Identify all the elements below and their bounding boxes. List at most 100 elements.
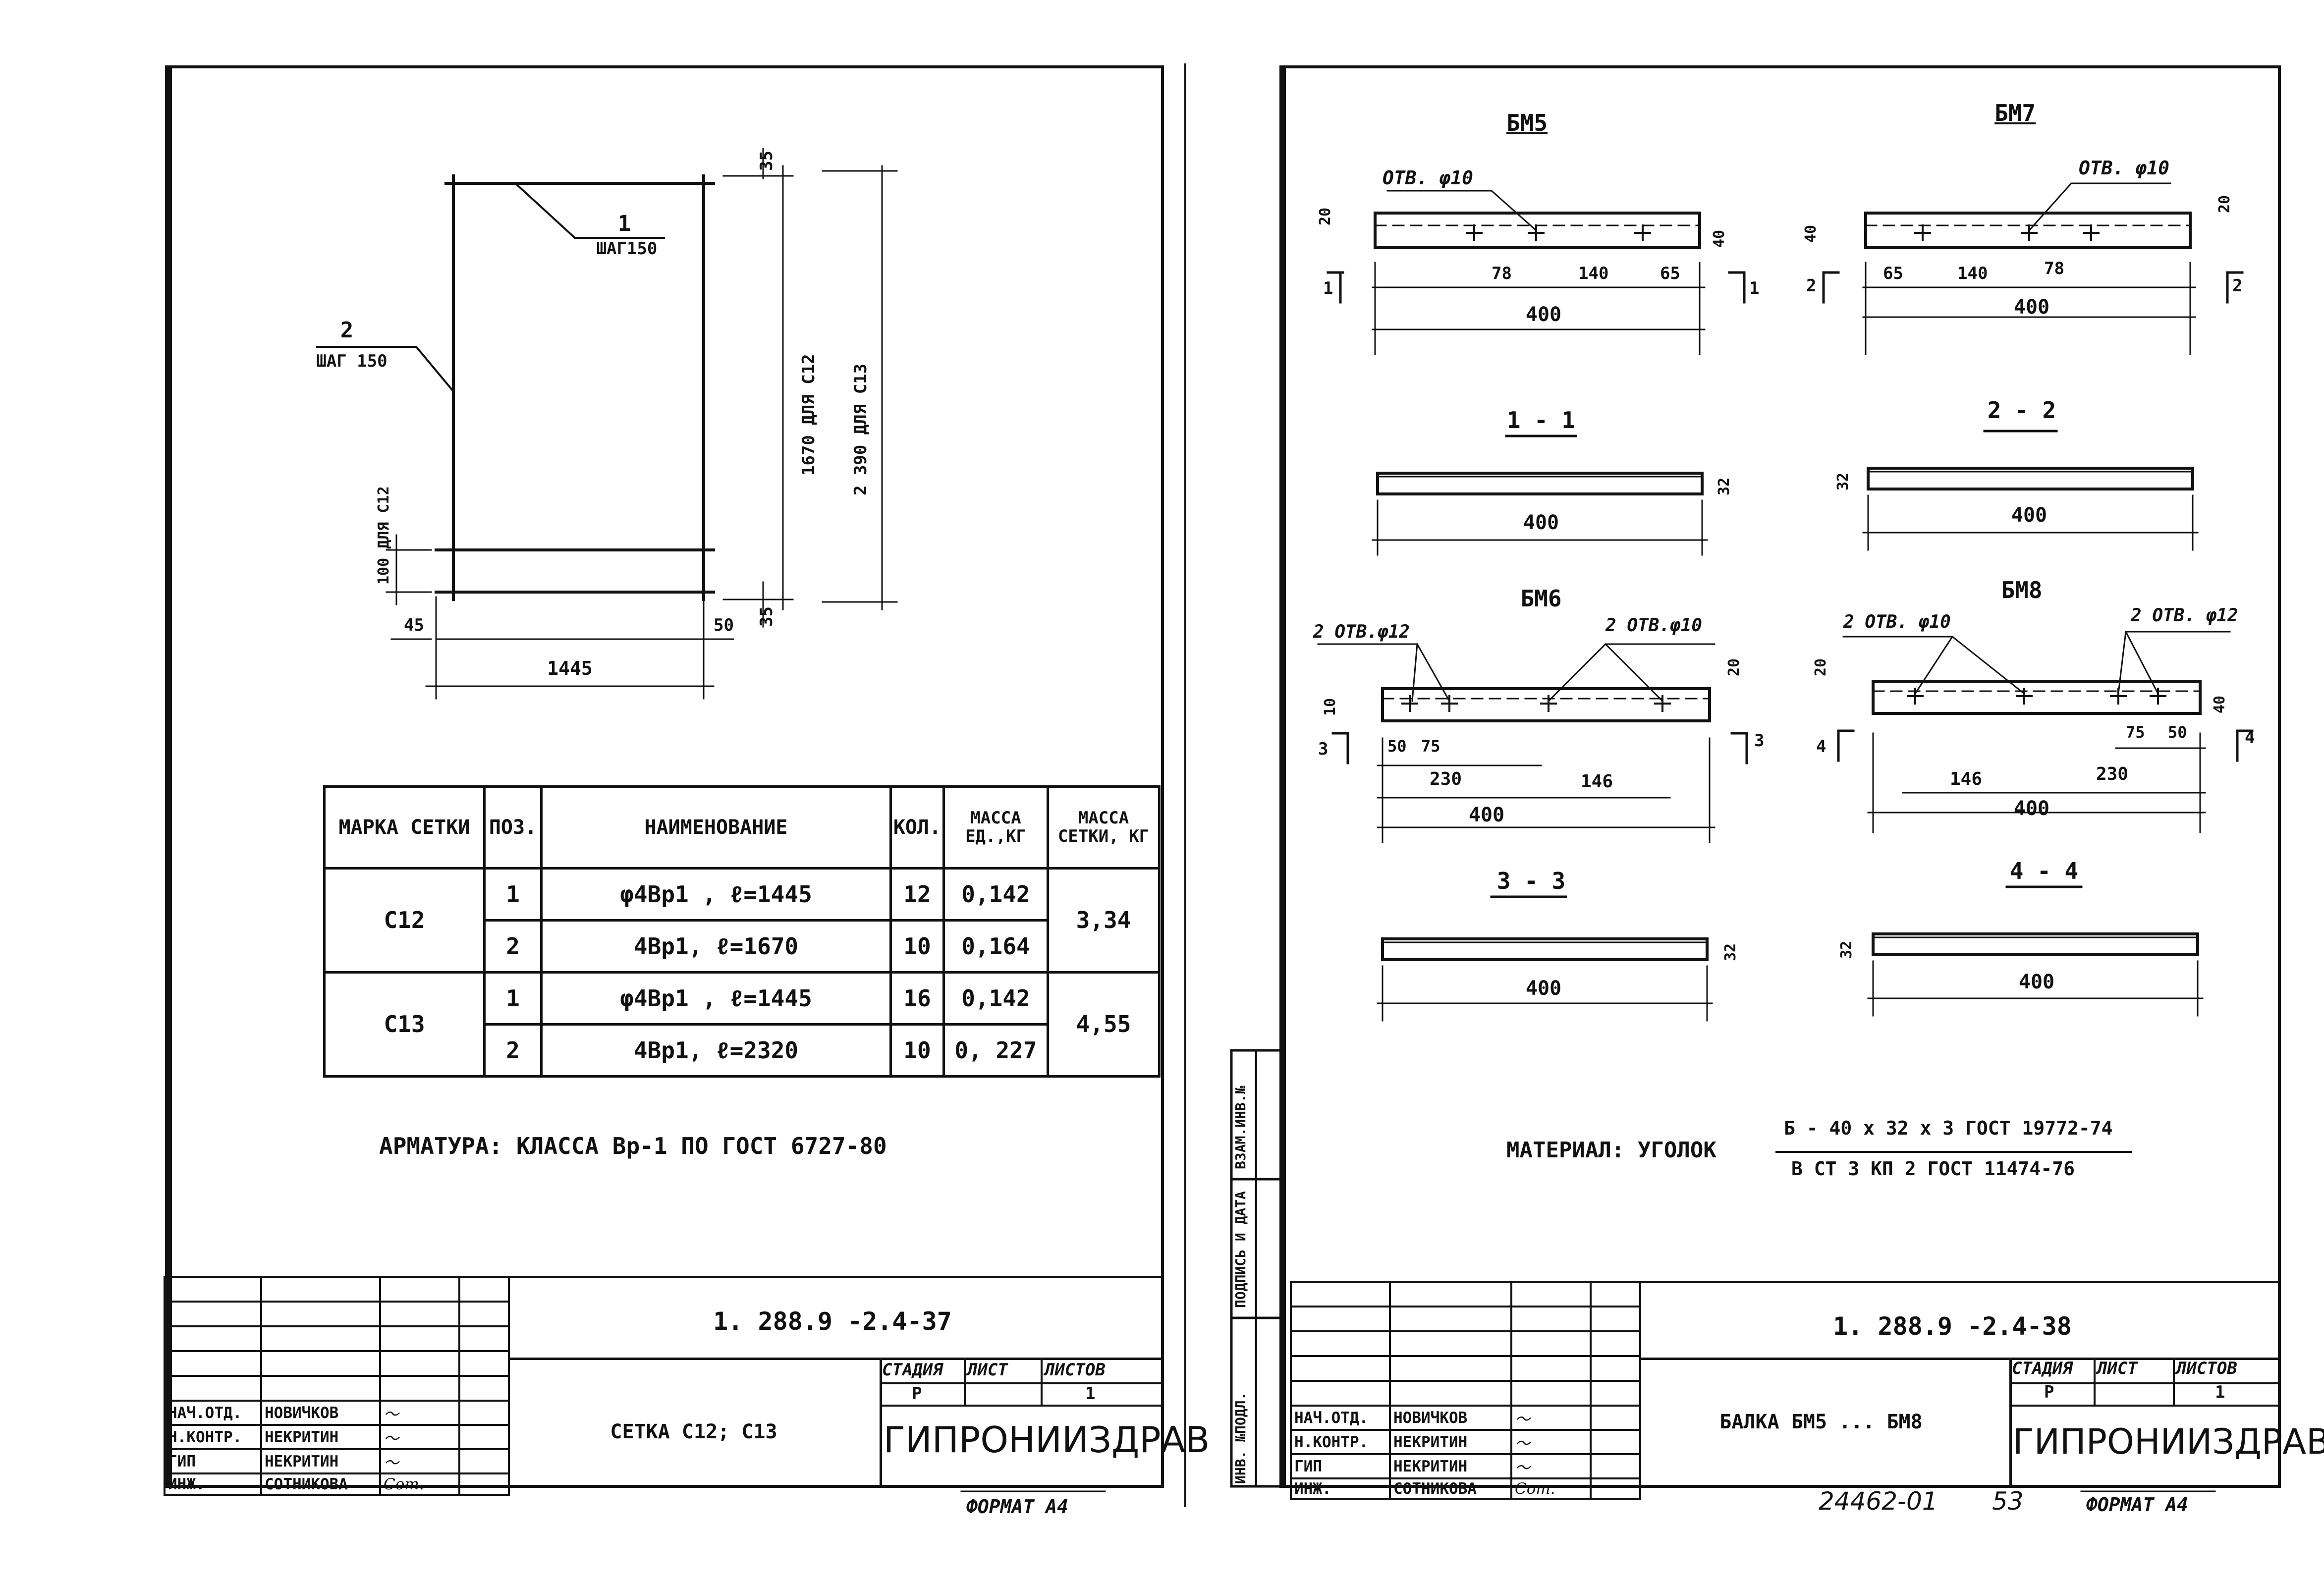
- header-mass-mesh: МАССА СЕТКИ, КГ: [1047, 785, 1161, 870]
- table-header-row: МАРКА СЕТКИ ПОЗ. НАИМЕНОВАНИЕ КОЛ. МАССА…: [323, 785, 1161, 870]
- bm5-dim-140: 140: [1578, 264, 1609, 283]
- bm6-dim-230: 230: [1430, 769, 1462, 789]
- left-sheets-value: 1: [1085, 1384, 1096, 1404]
- row-mass: 0, 227: [942, 1023, 1049, 1078]
- left-sheet-frame: [165, 65, 1164, 1488]
- section-4-4-outline: [1867, 885, 2204, 1017]
- signature-engineer: Сот.: [1510, 1477, 1592, 1500]
- bm6-title: БМ6: [1520, 585, 1562, 612]
- role-head-dept: НАЧ.ОТД.: [164, 1400, 262, 1426]
- page-number: 53: [1992, 1487, 2024, 1516]
- left-format-label: ФОРМАТ А4: [966, 1496, 1068, 1518]
- row-name: 4Вр1, ℓ=2320: [540, 1023, 892, 1078]
- section-3-3-dim-400: 400: [1525, 977, 1562, 1000]
- section-4-4-title: 4 - 4: [2009, 858, 2079, 884]
- mesh-outline: [435, 174, 715, 601]
- bm8-section-mark-left: 4: [1816, 737, 1826, 757]
- bm8-hole-label-10: 2 ОТВ. φ10: [1843, 612, 1951, 632]
- bm8-dim-20: 20: [1812, 658, 1829, 676]
- dim-35-bottom: 35: [757, 606, 776, 627]
- beam-bm5-outline: [1327, 190, 1746, 355]
- row-name: φ4Вр1 , ℓ=1445: [540, 867, 892, 922]
- right-format-label: ФОРМАТ А4: [2086, 1494, 2188, 1516]
- bm7-dim-65: 65: [1883, 264, 1903, 283]
- dim-1670-for-c12: 1670 ДЛЯ С12: [799, 354, 819, 476]
- row-pos: 1: [483, 971, 543, 1026]
- row-pos: 1: [483, 867, 543, 922]
- header-name: НАИМЕНОВАНИЕ: [540, 785, 892, 870]
- bm7-dim-400: 400: [2013, 296, 2050, 319]
- bm6-hole-label-10: 2 ОТВ.φ10: [1605, 615, 1703, 636]
- right-sheet-label: ЛИСТ: [2097, 1359, 2138, 1378]
- left-stage-value: Р: [912, 1384, 922, 1404]
- bm5-section-mark-right: 1: [1749, 278, 1760, 298]
- header-mass-unit: МАССА ЕД.,КГ: [942, 785, 1049, 870]
- row-name: 4Вр1, ℓ=1670: [540, 919, 892, 974]
- pos1-step: ШАГ150: [596, 239, 658, 259]
- bm5-dim-40: 40: [1711, 229, 1728, 248]
- name-chief-engineer: НЕКРИТИН: [260, 1448, 381, 1474]
- side-stamp-swap-inv: ВЗАМ.ИНВ.№: [1232, 1086, 1249, 1169]
- role-engineer: ИНЖ.: [1290, 1477, 1391, 1500]
- material-label: МАТЕРИАЛ: УГОЛОК: [1506, 1138, 1716, 1163]
- mesh-specification-table: МАРКА СЕТКИ ПОЗ. НАИМЕНОВАНИЕ КОЛ. МАССА…: [323, 785, 1161, 1078]
- section-3-3-outline: [1377, 895, 1713, 1022]
- dim-45: 45: [404, 615, 424, 635]
- name-norm-control: НЕКРИТИН: [1389, 1429, 1512, 1455]
- bm6-dim-20: 20: [1725, 658, 1743, 676]
- table-row: С13 1 φ4Вр1 , ℓ=1445 16 0,142 4,55: [323, 971, 1161, 1078]
- bm8-dim-50: 50: [2168, 723, 2187, 742]
- role-head-dept: НАЧ.ОТД.: [1290, 1405, 1391, 1431]
- total-c13: 4,55: [1047, 971, 1161, 1078]
- bm5-section-mark-left: 1: [1323, 278, 1333, 298]
- table-row: 2 4Вр1, ℓ=2320 10 0, 227: [325, 1023, 1160, 1078]
- row-name: φ4Вр1 , ℓ=1445: [540, 971, 892, 1026]
- right-stage-label: СТАДИЯ: [2012, 1359, 2073, 1378]
- beam-bm8-outline: [1837, 630, 2254, 833]
- bm6-dim-400: 400: [1468, 804, 1505, 826]
- dim-1445: 1445: [547, 657, 593, 679]
- row-mass: 0,142: [942, 971, 1049, 1026]
- right-drawing-title: БАЛКА БМ5 ... БМ8: [1719, 1411, 1923, 1433]
- bm5-dim-20: 20: [1317, 207, 1334, 225]
- section-3-3-dim-32: 32: [1722, 943, 1739, 961]
- name-engineer: СОТНИКОВА: [260, 1472, 381, 1496]
- section-1-1-dim-400: 400: [1523, 511, 1559, 534]
- row-qty: 10: [889, 919, 945, 974]
- bm5-dim-65: 65: [1660, 264, 1680, 283]
- role-norm-control: Н.КОНТР.: [1290, 1429, 1391, 1455]
- name-head-dept: НОВИЧКОВ: [260, 1400, 381, 1426]
- material-steel-grade: В СТ 3 КП 2 ГОСТ 11474-76: [1791, 1158, 2075, 1180]
- left-stage-label: СТАДИЯ: [882, 1360, 943, 1380]
- section-2-2-title: 2 - 2: [1987, 397, 2056, 424]
- bm6-hole-label-12: 2 ОТВ.φ12: [1313, 622, 1410, 642]
- row-mass: 0,164: [942, 919, 1049, 974]
- side-stamp-inv-no: ИНВ. №ПОДЛ.: [1232, 1392, 1249, 1484]
- material-profile: Б - 40 х 32 х 3 ГОСТ 19772-74: [1784, 1117, 2113, 1139]
- section-2-2-dim-400: 400: [2011, 504, 2047, 527]
- dim-35-top: 35: [757, 151, 776, 171]
- bm8-title: БМ8: [2001, 577, 2043, 603]
- bm7-dim-78: 78: [2044, 259, 2064, 278]
- archive-number: 24462-01: [1819, 1487, 1938, 1516]
- bm6-dim-146: 146: [1581, 771, 1613, 792]
- row-qty: 10: [889, 1023, 945, 1078]
- bm6-dim-10: 10: [1322, 698, 1339, 716]
- header-pos: ПОЗ.: [483, 785, 543, 870]
- right-sheets-label: ЛИСТОВ: [2176, 1359, 2237, 1378]
- section-4-4-dim-400: 400: [2018, 971, 2055, 993]
- bm8-dim-400: 400: [2013, 797, 2050, 820]
- left-drawing-title: СЕТКА С12; С13: [610, 1420, 777, 1443]
- reinforcement-note: АРМАТУРА: КЛАССА Вр-1 ПО ГОСТ 6727-80: [379, 1133, 887, 1159]
- row-mass: 0,142: [942, 867, 1049, 922]
- right-drawing-code: 1. 288.9 -2.4-38: [1833, 1312, 2072, 1341]
- mark-c13: С13: [323, 971, 486, 1078]
- section-2-2-dim-32: 32: [1834, 472, 1852, 490]
- row-pos: 2: [483, 1023, 543, 1078]
- name-engineer: СОТНИКОВА: [1389, 1477, 1512, 1500]
- dim-2390-for-c13: 2 390 ДЛЯ С13: [851, 363, 871, 495]
- bm8-dim-40: 40: [2211, 695, 2228, 713]
- bm8-dim-230: 230: [2096, 764, 2129, 784]
